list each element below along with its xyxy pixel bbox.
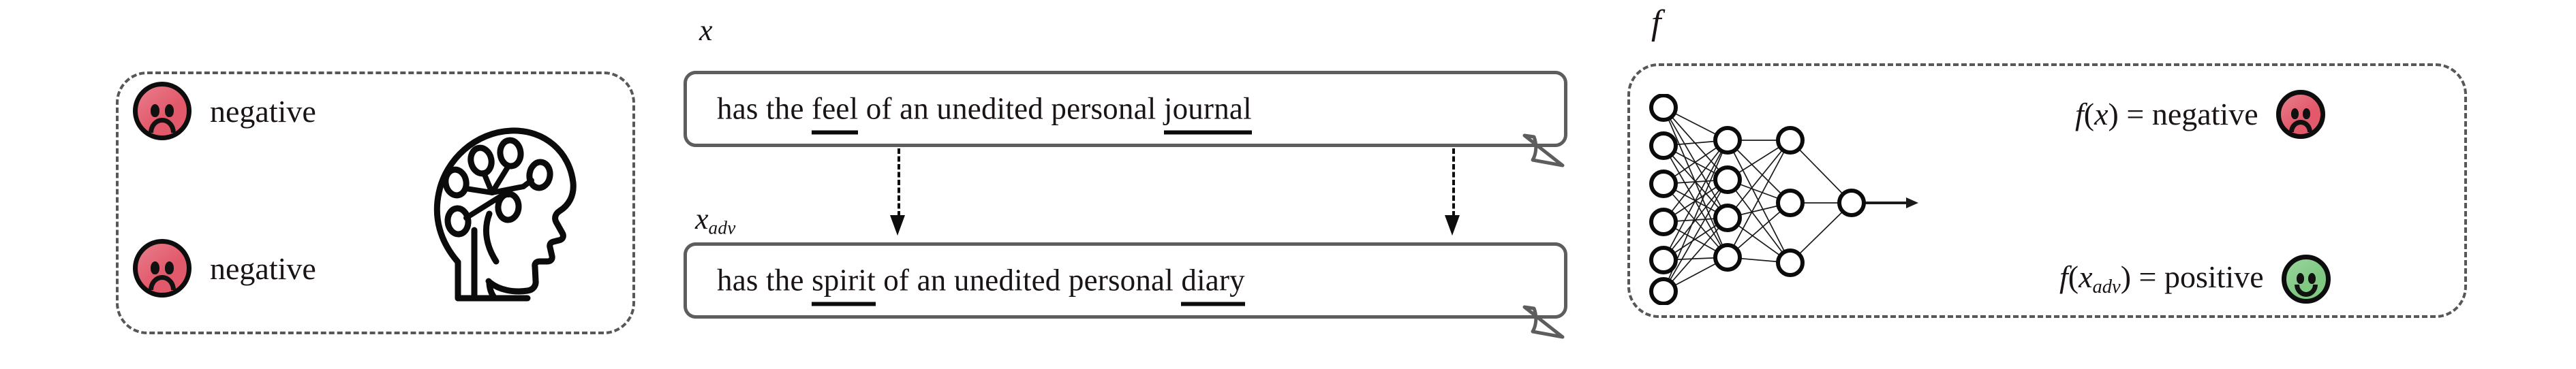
sentence-seg-3-underlined: diary xyxy=(1181,263,1245,306)
sentence-seg-1-underlined: spirit xyxy=(812,263,876,306)
arrow-feel-to-spirit-head xyxy=(890,215,905,236)
prediction-adversarial: f(xadv) = positive xyxy=(2059,255,2331,304)
fn-arg-subscript: adv xyxy=(2092,276,2121,298)
sentence-seg-2: of an unedited personal xyxy=(858,91,1164,126)
model-fn-label: f xyxy=(1651,5,1661,41)
neural-network-icon xyxy=(1649,94,1918,305)
prediction-value: negative xyxy=(2151,97,2258,131)
equals-sign: = xyxy=(2131,259,2164,294)
fn-f: f xyxy=(2075,97,2084,131)
eye-right xyxy=(2302,108,2310,119)
var-x: x xyxy=(695,202,709,236)
happy-face-icon xyxy=(2281,255,2331,304)
eye-left xyxy=(151,104,159,117)
input-var-label-x: x xyxy=(699,16,713,46)
equals-sign: = xyxy=(2118,97,2152,131)
sentence-seg-1-underlined: feel xyxy=(812,91,859,135)
prediction-original-expression: f(x) = negative xyxy=(2075,97,2258,131)
ground-truth-label-2: negative xyxy=(210,251,316,286)
arrow-feel-to-spirit-line xyxy=(898,148,900,216)
model-panel xyxy=(1627,63,2467,318)
prediction-original: f(x) = negative xyxy=(2075,90,2325,139)
arrow-journal-to-diary-line xyxy=(1452,148,1455,216)
sentence-seg-2: of an unedited personal xyxy=(875,263,1182,298)
smile-mouth xyxy=(2294,285,2318,297)
eye-left xyxy=(2296,273,2304,284)
var-f: f xyxy=(1651,3,1661,42)
eye-right xyxy=(165,261,174,274)
ground-truth-panel xyxy=(116,71,635,334)
eye-left xyxy=(151,261,159,274)
frown-mouth xyxy=(149,118,176,133)
sad-face-icon xyxy=(2275,90,2325,139)
ground-truth-label-1: negative xyxy=(210,94,316,129)
sentence-seg-0: has the xyxy=(717,263,812,298)
bubble-tail-icon xyxy=(1522,133,1565,167)
adversarial-sentence-bubble: has the spirit of an unedited personal d… xyxy=(684,242,1567,339)
sentence-seg-0: has the xyxy=(717,91,812,126)
original-sentence-bubble: has the feel of an unedited personal jou… xyxy=(684,71,1567,167)
head-with-brain-nodes-icon xyxy=(433,127,577,302)
prediction-adversarial-expression: f(xadv) = positive xyxy=(2059,259,2264,298)
original-sentence-text: has the feel of an unedited personal jou… xyxy=(717,91,1252,135)
frown-mouth xyxy=(2288,120,2312,132)
arrow-journal-to-diary-head xyxy=(1445,215,1460,236)
bubble-tail-icon xyxy=(1522,305,1565,339)
fn-f: f xyxy=(2059,259,2068,294)
frown-mouth xyxy=(149,275,176,290)
sad-face-icon xyxy=(133,239,191,298)
adversarial-sentence-text: has the spirit of an unedited personal d… xyxy=(717,263,1245,306)
prediction-value: positive xyxy=(2164,259,2264,294)
input-var-label-x-adv: xadv xyxy=(695,204,736,238)
sentence-seg-3-underlined: journal xyxy=(1163,91,1252,135)
var-subscript-adv: adv xyxy=(708,217,736,238)
sad-face-icon xyxy=(133,82,191,140)
eye-left xyxy=(2290,108,2299,119)
eye-right xyxy=(165,104,174,117)
fn-arg: x xyxy=(2079,259,2093,294)
eye-right xyxy=(2307,273,2316,284)
var-x: x xyxy=(699,14,713,47)
fn-arg: x xyxy=(2094,97,2109,131)
